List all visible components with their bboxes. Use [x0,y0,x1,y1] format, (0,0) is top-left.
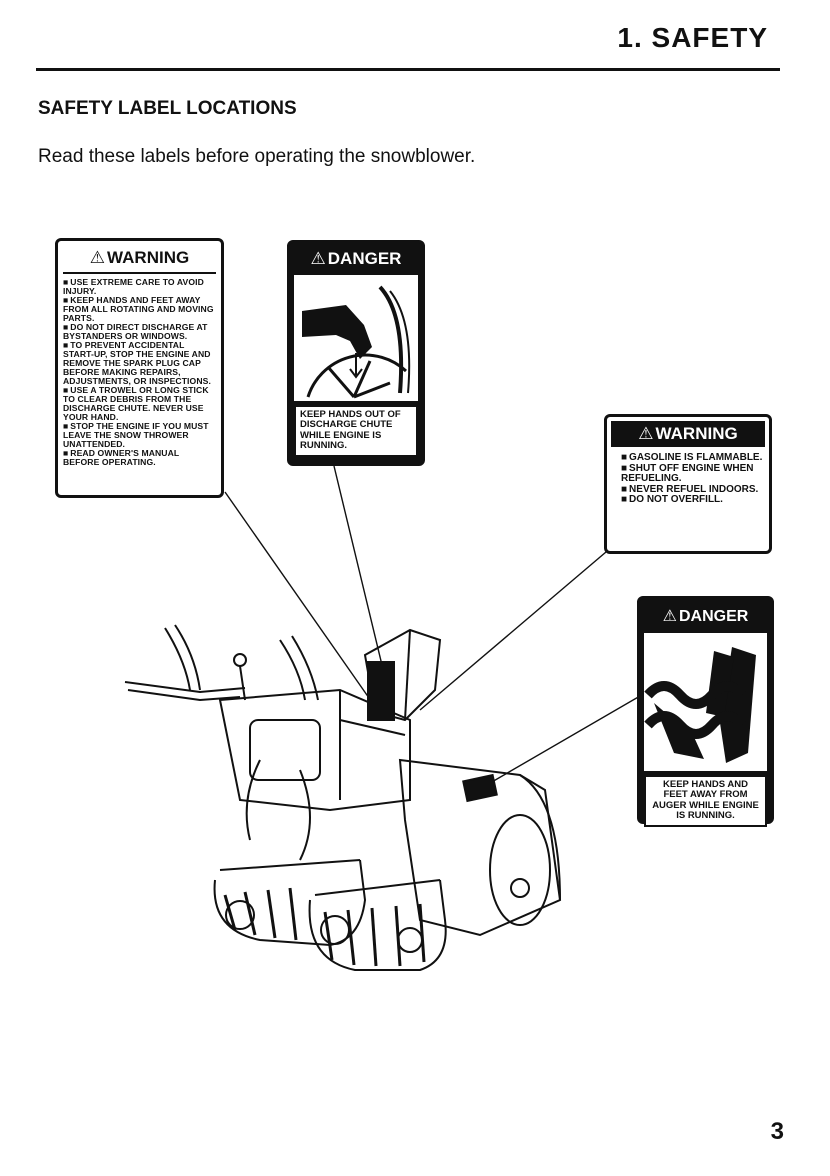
warning-label-list: GASOLINE IS FLAMMABLE. SHUT OFF ENGINE W… [611,452,765,506]
warning-label-heading: ⚠WARNING [63,246,216,274]
danger-label-caption: KEEP HANDS AND FEET AWAY FROM AUGER WHIL… [644,775,767,827]
warning-item: STOP THE ENGINE IF YOU MUST LEAVE THE SN… [63,422,216,449]
chute-label-patch [367,661,395,721]
warning-item: USE A TROWEL OR LONG STICK TO CLEAR DEBR… [63,386,216,422]
header-rule [36,68,780,71]
page-number: 3 [770,1118,784,1145]
warning-triangle-icon: ⚠ [662,608,677,625]
leader-line-danger-1 [333,465,389,691]
warning-item: DO NOT DIRECT DISCHARGE AT BYSTANDERS OR… [63,323,216,341]
warning-item: KEEP HANDS AND FEET AWAY FROM ALL ROTATI… [63,296,216,323]
warning-item: NEVER REFUEL INDOORS. [621,484,765,496]
leader-line-warning-2 [419,551,607,711]
danger-label-auger: ⚠DANGER KEEP HANDS AND FEET AWAY FROM AU… [637,596,774,827]
warning-label-general: ⚠WARNING USE EXTREME CARE TO AVOID INJUR… [55,238,224,498]
warning-item: SHUT OFF ENGINE WHEN REFUELING. [621,463,765,485]
leader-line-warning-1 [224,491,384,719]
warning-item: USE EXTREME CARE TO AVOID INJURY. [63,277,216,296]
auger-label-patch [462,773,498,803]
warning-label-fuel: ⚠WARNING GASOLINE IS FLAMMABLE. SHUT OFF… [604,414,772,554]
warning-triangle-icon: ⚠ [638,424,654,443]
hand-in-chute-pictogram [294,275,418,401]
warning-triangle-icon: ⚠ [310,249,326,268]
feet-in-auger-pictogram [644,633,767,771]
snowblower-drawing [124,624,562,971]
danger-label-caption: KEEP HANDS OUT OF DISCHARGE CHUTE WHILE … [294,405,418,457]
warning-item: DO NOT OVERFILL. [621,494,765,506]
section-title: 1. SAFETY [617,22,768,53]
intro-text: Read these labels before operating the s… [38,146,476,167]
warning-item: READ OWNER'S MANUAL BEFORE OPERATING. [63,449,216,467]
danger-label-chute: ⚠DANGER KEEP HANDS OUT OF DISCHARGE CHUT… [287,240,425,466]
warning-label-list: USE EXTREME CARE TO AVOID INJURY. KEEP H… [63,277,216,467]
danger-label-heading: ⚠DANGER [644,603,767,631]
danger-label-heading: ⚠DANGER [294,247,418,273]
warning-label-heading: ⚠WARNING [611,421,765,447]
leader-line-danger-2 [477,695,641,791]
leader-lines [224,465,641,791]
page-subheading: SAFETY LABEL LOCATIONS [38,98,297,119]
warning-item: GASOLINE IS FLAMMABLE. [621,452,765,464]
warning-triangle-icon: ⚠ [89,248,106,267]
warning-item: TO PREVENT ACCIDENTAL START-UP, STOP THE… [63,341,216,386]
